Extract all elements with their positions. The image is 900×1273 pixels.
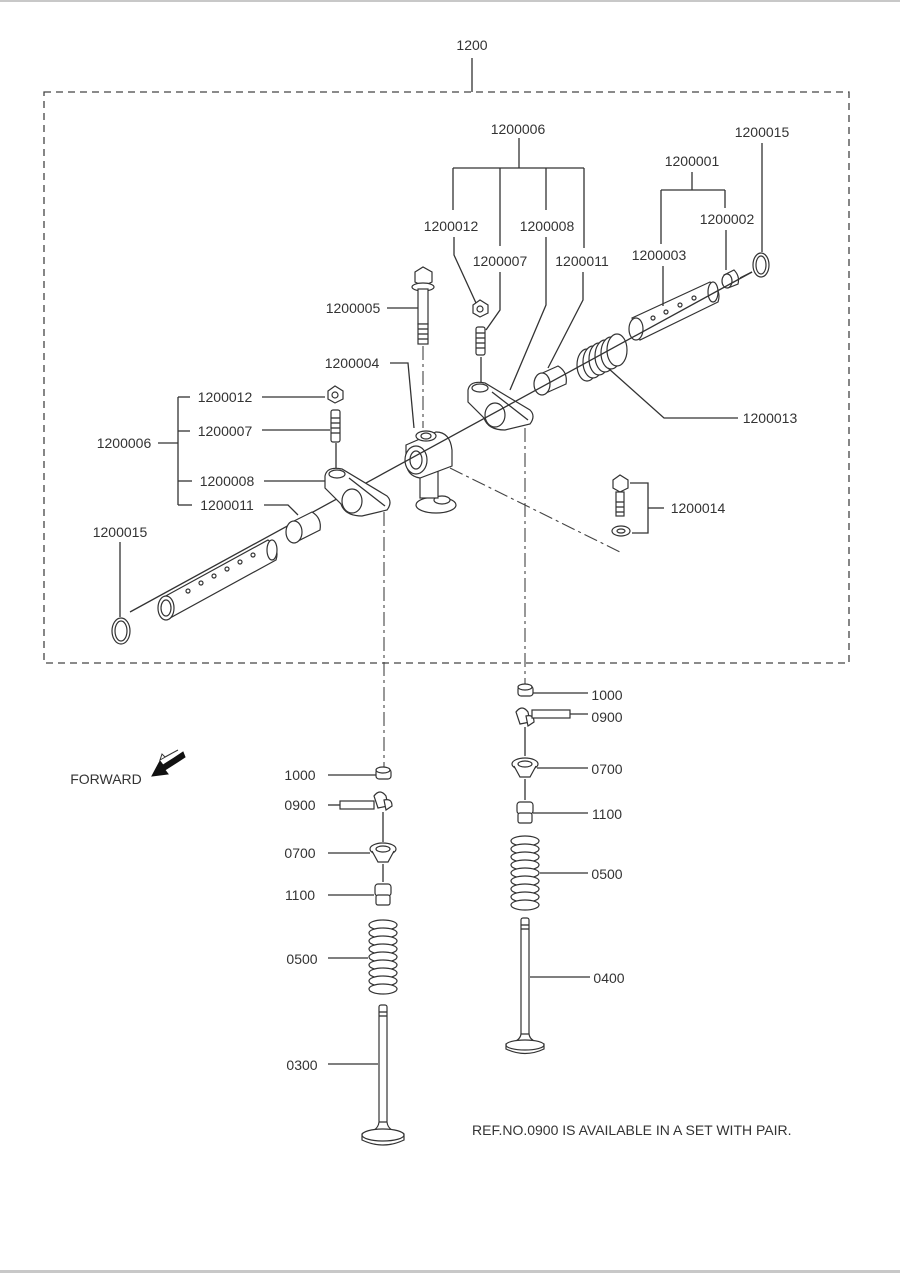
- callout-0700-left[interactable]: 0700: [284, 845, 315, 861]
- callout-1200015-left[interactable]: 1200015: [93, 524, 148, 540]
- callout-1200007-left[interactable]: 1200007: [198, 423, 253, 439]
- snap-ring-1200015-left: [111, 617, 131, 645]
- bottom-border: [0, 1270, 900, 1273]
- callout-0300[interactable]: 0300: [286, 1057, 317, 1073]
- callout-1200002[interactable]: 1200002: [700, 211, 755, 227]
- callout-1200008-left[interactable]: 1200008: [200, 473, 255, 489]
- snap-ring-1200015-top: [752, 252, 770, 278]
- callout-1200006-top[interactable]: 1200006: [491, 121, 546, 137]
- cap-1000-right: [517, 683, 534, 697]
- retainer-0700-right: [511, 757, 539, 778]
- valve-spring-0500-right: [510, 835, 540, 911]
- leader-1200013: [607, 367, 738, 419]
- stud-1200007-left: [330, 409, 341, 443]
- bushing-1200011-right: [533, 365, 567, 396]
- callout-1200014[interactable]: 1200014: [671, 500, 726, 516]
- leaders-top-group: [453, 237, 584, 391]
- nut-1200012-left: [327, 385, 344, 404]
- callout-1200011-top[interactable]: 1200011: [555, 253, 609, 269]
- callout-1100-left[interactable]: 1100: [285, 887, 315, 903]
- retainer-0700-left: [369, 842, 397, 863]
- callout-0900-left[interactable]: 0900: [284, 797, 315, 813]
- rocker-shaft-left-1200003: [157, 539, 278, 621]
- bolt-1200005: [411, 266, 435, 345]
- callout-1200013[interactable]: 1200013: [743, 410, 798, 426]
- callout-0500-right[interactable]: 0500: [591, 866, 622, 882]
- leaders-left-group: [262, 396, 330, 516]
- shaft-axis-line: [129, 271, 753, 613]
- callout-1100-right[interactable]: 1100: [592, 806, 622, 822]
- callout-1200005[interactable]: 1200005: [326, 300, 381, 316]
- leader-1200004: [390, 362, 415, 429]
- callout-1200006-left[interactable]: 1200006: [97, 435, 152, 451]
- nut-1200012-top: [472, 299, 489, 318]
- callout-1200003[interactable]: 1200003: [632, 247, 687, 263]
- callout-0900-right[interactable]: 0900: [591, 709, 622, 725]
- callout-0400[interactable]: 0400: [593, 970, 624, 986]
- keeper-0900-left: [328, 791, 393, 811]
- callout-1000-right[interactable]: 1000: [591, 687, 622, 703]
- seal-1100-right: [516, 801, 534, 824]
- callout-0700-right[interactable]: 0700: [591, 761, 622, 777]
- seal-1100-left: [374, 883, 392, 906]
- callout-1200012-left[interactable]: 1200012: [198, 389, 253, 405]
- forward-arrow-icon: [151, 749, 186, 777]
- valve-spring-0500-left: [368, 919, 398, 995]
- callout-1000-left[interactable]: 1000: [284, 767, 315, 783]
- assembly-group-boundary: [43, 91, 850, 664]
- bracket-1200006-left: [158, 396, 192, 506]
- bushing-1200011-left: [285, 511, 321, 544]
- forward-label: FORWARD: [70, 771, 142, 787]
- bolt-1200014: [612, 474, 629, 517]
- rocker-arm-right-1200008: [467, 381, 534, 431]
- exhaust-valve-0400: [505, 917, 545, 1055]
- callout-1200012-top[interactable]: 1200012: [424, 218, 479, 234]
- bracket-1200014: [630, 482, 664, 534]
- callout-1200015-top[interactable]: 1200015: [735, 124, 790, 140]
- spring-1200013: [576, 333, 628, 382]
- washer-1200014: [611, 525, 631, 537]
- callout-1200007-top[interactable]: 1200007: [473, 253, 528, 269]
- callout-1200011-left[interactable]: 1200011: [200, 497, 254, 513]
- reference-note: REF.NO.0900 IS AVAILABLE IN A SET WITH P…: [472, 1122, 792, 1138]
- top-border: [0, 0, 900, 2]
- cap-1000-left: [375, 766, 392, 780]
- bracket-1200001: [660, 172, 726, 244]
- keeper-0900-right: [515, 707, 588, 727]
- plug-1200002: [721, 269, 740, 289]
- stud-1200007-top: [475, 326, 486, 356]
- bracket-1200006-top: [452, 138, 585, 248]
- callout-1200008-top[interactable]: 1200008: [520, 218, 575, 234]
- axis-1200014: [449, 467, 623, 554]
- callout-1200004[interactable]: 1200004: [325, 355, 380, 371]
- rocker-arm-left-1200008: [324, 467, 391, 517]
- intake-valve-0300: [361, 1004, 405, 1146]
- callout-1200[interactable]: 1200: [456, 37, 487, 53]
- callout-0500-left[interactable]: 0500: [286, 951, 317, 967]
- callout-1200001[interactable]: 1200001: [665, 153, 720, 169]
- rocker-shaft-support-1200004: [404, 430, 457, 514]
